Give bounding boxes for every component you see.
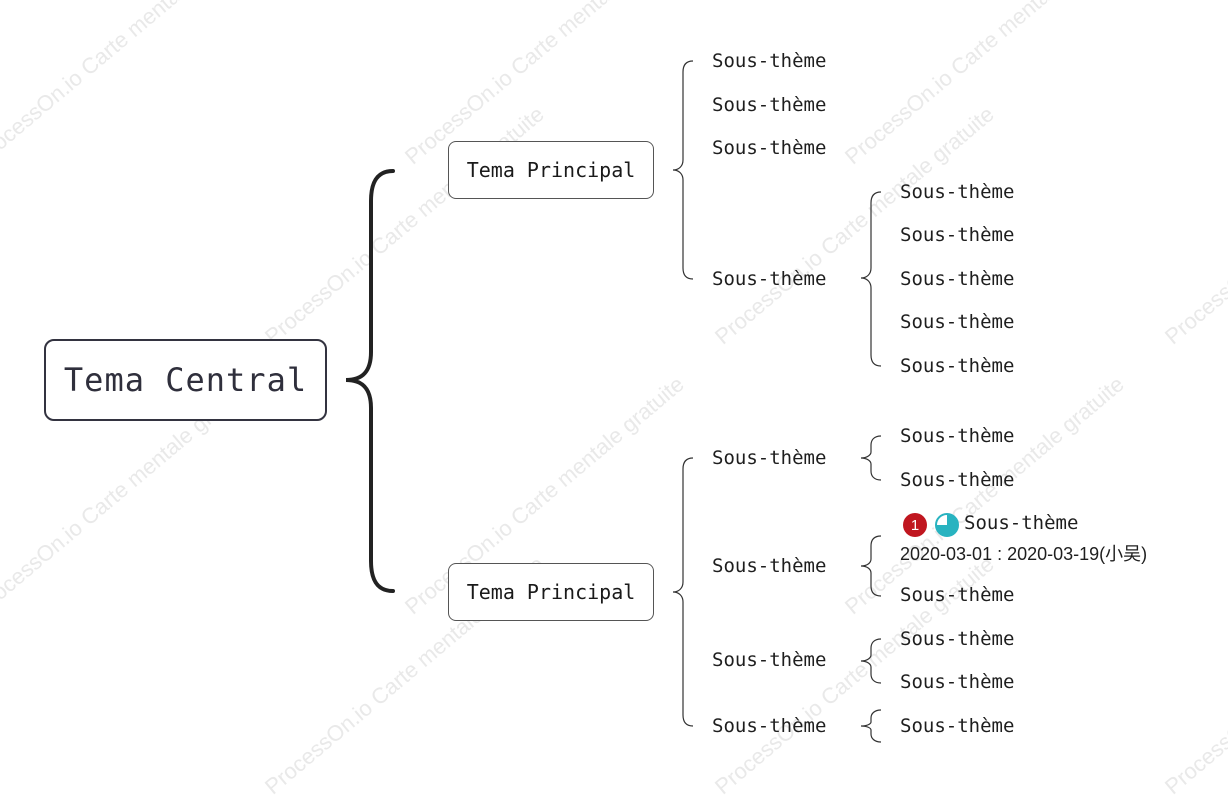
subtopic[interactable]: Sous-thème — [712, 649, 827, 671]
subtopic[interactable]: Sous-thème — [712, 94, 827, 116]
progress-75-icon — [935, 513, 959, 537]
group-brace — [860, 535, 882, 597]
subtopic[interactable]: Sous-thème — [900, 715, 1015, 737]
subtopic[interactable]: Sous-thème — [900, 469, 1015, 491]
subtopic[interactable]: Sous-thème — [900, 628, 1015, 650]
subtopic[interactable]: Sous-thème — [900, 671, 1015, 693]
branch1-brace — [672, 60, 694, 280]
group-brace — [860, 191, 882, 367]
main-topic[interactable]: Tema Principal — [448, 563, 654, 621]
subtopic[interactable]: Sous-thème — [900, 355, 1015, 377]
group-brace — [860, 435, 882, 481]
subtopic[interactable]: Sous-thème — [900, 224, 1015, 246]
task-date-note: 2020-03-01 : 2020-03-19(小吴) — [900, 544, 1148, 564]
subtopic[interactable]: Sous-thème — [900, 311, 1015, 333]
subtopic[interactable]: Sous-thème — [900, 425, 1015, 447]
subtopic[interactable]: Sous-thème — [964, 512, 1079, 534]
group-brace — [860, 638, 882, 684]
subtopic[interactable]: Sous-thème — [900, 181, 1015, 203]
priority-1-icon: 1 — [903, 513, 927, 537]
branch2-brace — [672, 457, 694, 727]
subtopic[interactable]: Sous-thème — [900, 584, 1015, 606]
main-topic[interactable]: Tema Principal — [448, 141, 654, 199]
subtopic[interactable]: Sous-thème — [712, 137, 827, 159]
group-brace — [860, 709, 882, 743]
subtopic[interactable]: Sous-thème — [900, 268, 1015, 290]
subtopic[interactable]: Sous-thème — [712, 268, 827, 290]
subtopic[interactable]: Sous-thème — [712, 555, 827, 577]
subtopic[interactable]: Sous-thème — [712, 715, 827, 737]
central-brace — [345, 169, 395, 593]
central-topic[interactable]: Tema Central — [44, 339, 327, 421]
subtopic[interactable]: Sous-thème — [712, 50, 827, 72]
subtopic[interactable]: Sous-thème — [712, 447, 827, 469]
